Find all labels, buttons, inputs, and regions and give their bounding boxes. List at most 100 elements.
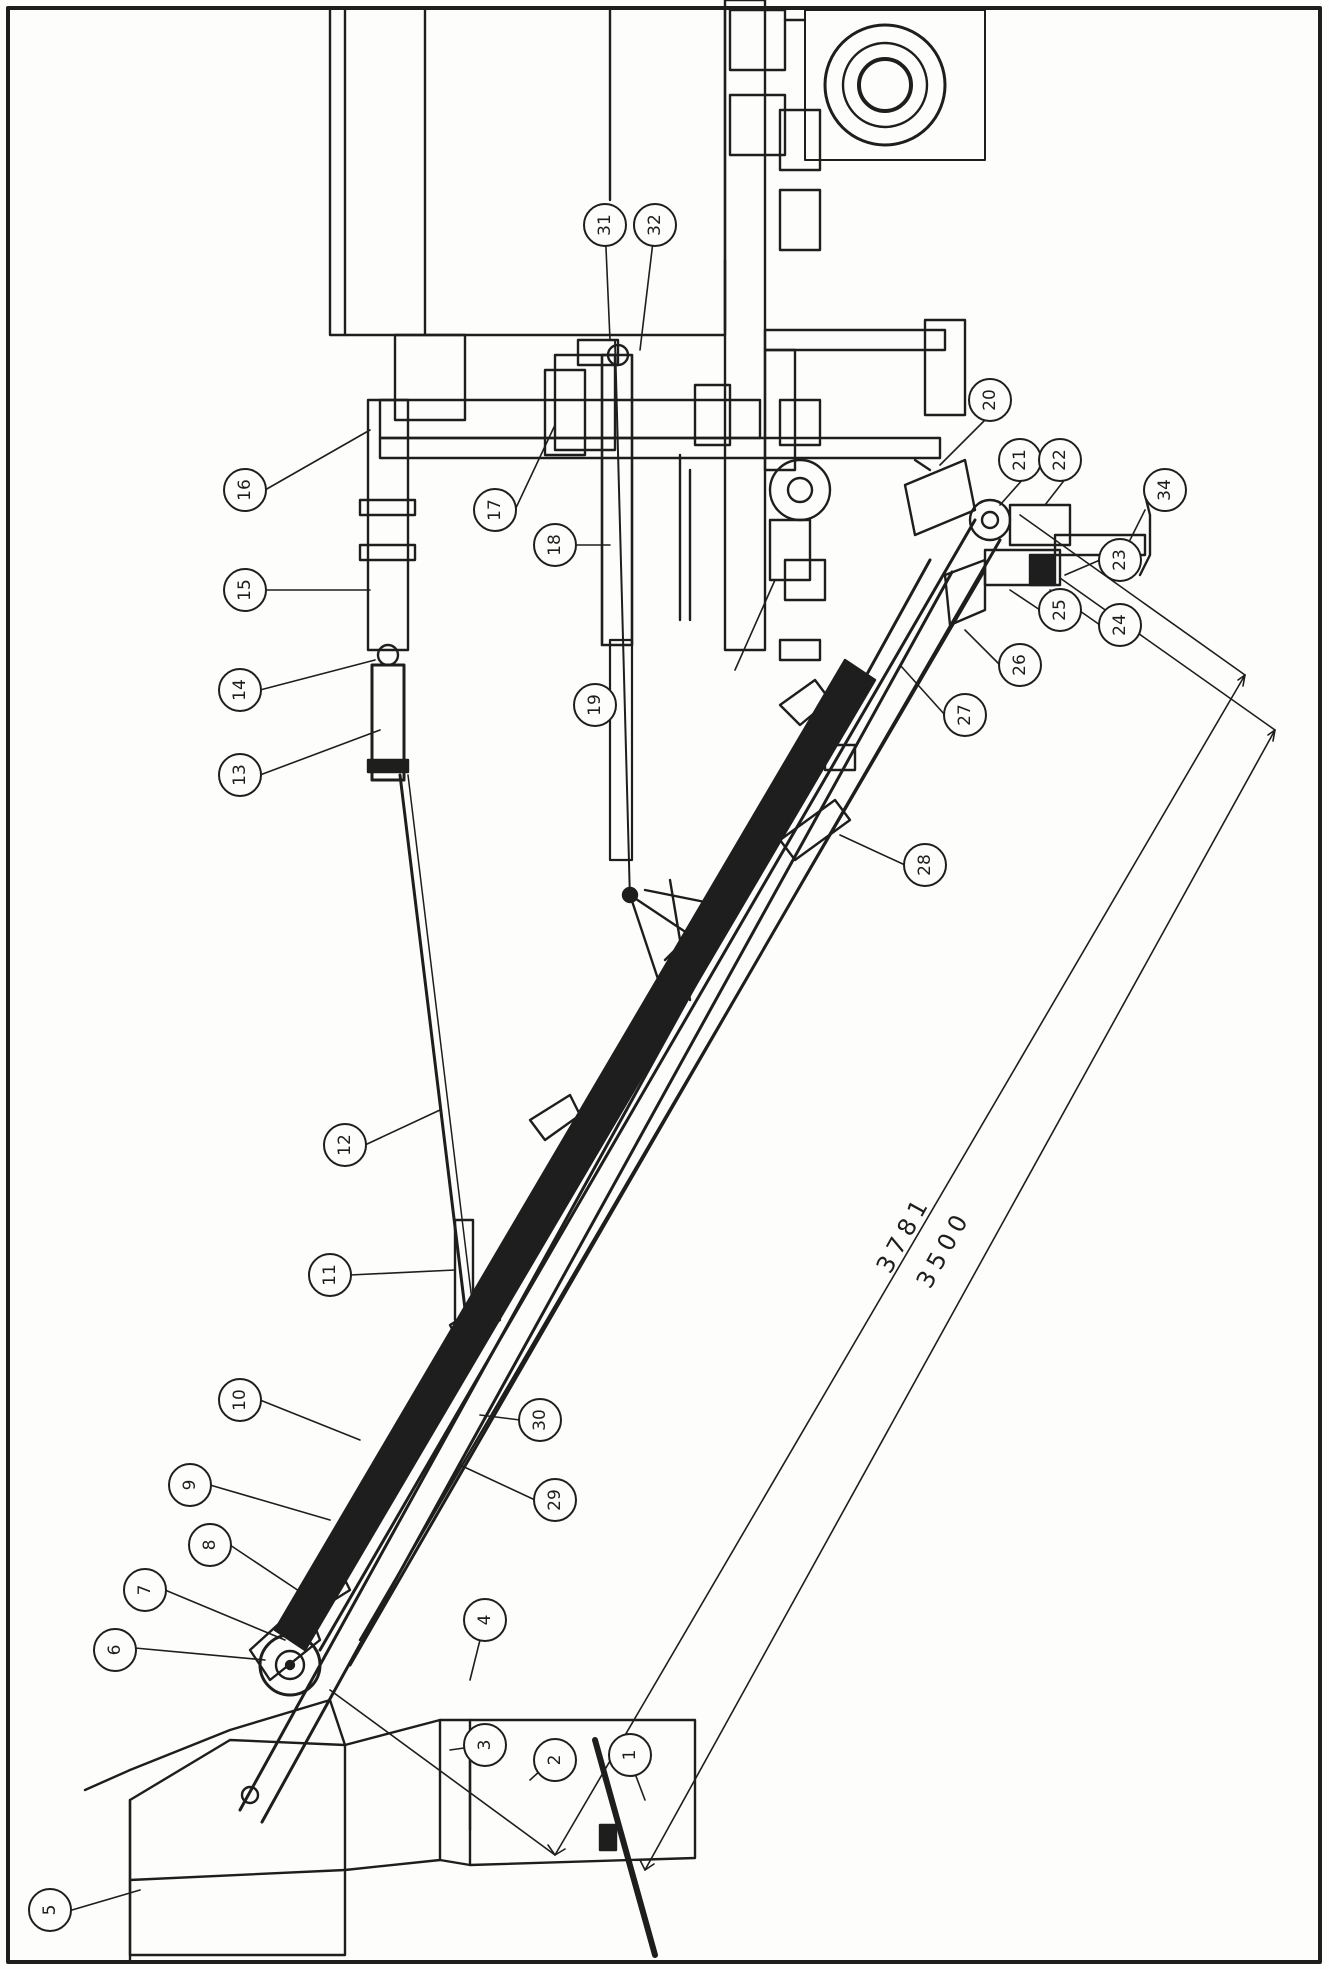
balloon-label: 17 [485, 499, 505, 521]
balloon-label: 10 [230, 1389, 250, 1411]
balloon-6: 6 [93, 1628, 137, 1672]
balloon-circle [533, 1478, 577, 1522]
balloon-circle [533, 523, 577, 567]
wheel [783, 9, 986, 161]
balloon-circle [473, 488, 517, 532]
balloon-24: 24 [1098, 603, 1142, 647]
balloon-29: 29 [533, 1478, 577, 1522]
balloon-circle [168, 1463, 212, 1507]
balloon-circle [1098, 603, 1142, 647]
balloon-30: 30 [518, 1398, 562, 1442]
page-border [6, 6, 1322, 1964]
head-section [943, 493, 1152, 627]
balloon-16: 16 [223, 468, 267, 512]
balloon-circle [583, 203, 627, 247]
brace-cylinder [553, 338, 707, 1012]
balloon-label: 1 [620, 1750, 640, 1761]
balloon-circle [463, 1598, 507, 1642]
balloon-circle [1038, 438, 1082, 482]
balloon-11: 11 [308, 1253, 352, 1297]
balloon-label: 12 [335, 1134, 355, 1156]
balloon-21: 21 [998, 438, 1042, 482]
balloon-label: 7 [135, 1585, 155, 1596]
balloon-circle [188, 1523, 232, 1567]
balloon-circle [308, 1253, 352, 1297]
balloon-8: 8 [188, 1523, 232, 1567]
balloon-label: 30 [530, 1409, 550, 1431]
balloon-label: 32 [645, 214, 665, 236]
balloon-20: 20 [968, 378, 1012, 422]
balloon-label: 4 [475, 1615, 495, 1626]
balloon-circle [1098, 538, 1142, 582]
balloon-9: 9 [168, 1463, 212, 1507]
balloon-circle [903, 843, 947, 887]
balloon-14: 14 [218, 668, 262, 712]
conveyor [238, 458, 1002, 1824]
balloon-label: 26 [1010, 654, 1030, 676]
balloon-label: 20 [980, 389, 1000, 411]
balloon-34: 34 [1143, 468, 1187, 512]
balloon-label: 16 [235, 479, 255, 501]
gearbox [678, 453, 832, 622]
balloon-5: 5 [28, 1888, 72, 1932]
balloon-circle [323, 1123, 367, 1167]
balloon-label: 29 [545, 1489, 565, 1511]
balloon-label: 22 [1050, 449, 1070, 471]
balloon-3: 3 [463, 1723, 507, 1767]
balloon-label: 21 [1010, 449, 1030, 471]
balloon-label: 9 [180, 1480, 200, 1491]
balloon-circle [463, 1723, 507, 1767]
balloon-label: 25 [1050, 599, 1070, 621]
balloon-label: 18 [545, 534, 565, 556]
balloon-23: 23 [1098, 538, 1142, 582]
balloon-circle [218, 668, 262, 712]
balloon-circle [968, 378, 1012, 422]
balloon-17: 17 [473, 488, 517, 532]
balloon-circle [28, 1888, 72, 1932]
balloon-label: 15 [235, 579, 255, 601]
balloon-label: 3 [475, 1740, 495, 1751]
balloon-label: 34 [1155, 479, 1175, 501]
balloon-12: 12 [323, 1123, 367, 1167]
balloon-28: 28 [903, 843, 947, 887]
balloon-label: 27 [955, 704, 975, 726]
balloon-circle [608, 1733, 652, 1777]
balloon-circle [1143, 468, 1187, 512]
balloon-label: 6 [105, 1645, 125, 1656]
balloon-circle [93, 1628, 137, 1672]
balloon-circle [943, 693, 987, 737]
balloon-label: 19 [585, 694, 605, 716]
balloon-2: 2 [533, 1738, 577, 1782]
balloon-label: 31 [595, 214, 615, 236]
balloon-label: 24 [1110, 614, 1130, 636]
balloon-18: 18 [533, 523, 577, 567]
balloon-27: 27 [943, 693, 987, 737]
balloon-circle [998, 643, 1042, 687]
balloon-label: 2 [545, 1755, 565, 1766]
balloon-10: 10 [218, 1378, 262, 1422]
balloon-circle [518, 1398, 562, 1442]
dimension-lines [329, 514, 1276, 1871]
balloon-7: 7 [123, 1568, 167, 1612]
balloon-circle [218, 753, 262, 797]
balloon-25: 25 [1038, 588, 1082, 632]
balloon-circle [223, 468, 267, 512]
balloon-label: 28 [915, 854, 935, 876]
balloon-26: 26 [998, 643, 1042, 687]
balloon-32: 32 [633, 203, 677, 247]
balloon-label: 5 [40, 1905, 60, 1916]
balloon-15: 15 [223, 568, 267, 612]
balloon-circle [1038, 588, 1082, 632]
balloon-circle [633, 203, 677, 247]
balloon-label: 23 [1110, 549, 1130, 571]
balloon-4: 4 [463, 1598, 507, 1642]
hopper [83, 1698, 697, 1962]
balloon-circle [573, 683, 617, 727]
balloon-label: 8 [200, 1540, 220, 1551]
balloon-circle [218, 1378, 262, 1422]
balloon-13: 13 [218, 753, 262, 797]
balloon-label: 13 [230, 764, 250, 786]
